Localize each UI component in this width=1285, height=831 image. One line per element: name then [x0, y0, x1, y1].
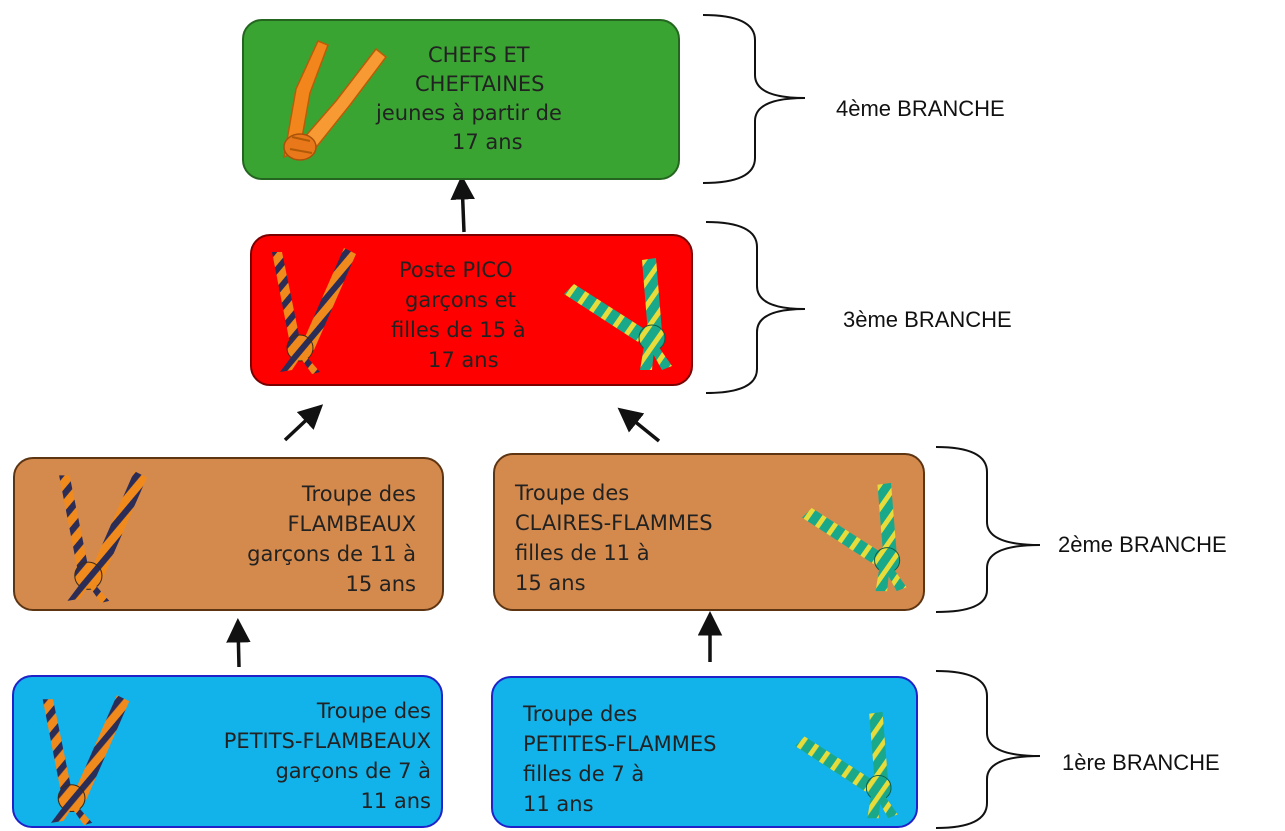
branch-label-2: 2ème BRANCHE [1058, 532, 1227, 557]
pico-title: Poste PICO [399, 258, 513, 282]
pico-box: Poste PICO garçons et filles de 15 à 17 … [250, 234, 693, 386]
petits-line3: garçons de 7 à [275, 759, 431, 783]
up-arrow-icon [450, 175, 475, 233]
up-arrow-icon [283, 404, 324, 442]
chefs-age-line2: 17 ans [452, 130, 523, 154]
scarf-orange-navy-icon [59, 471, 147, 603]
petites-line2: PETITES-FLAMMES [523, 732, 717, 756]
chefs-age-line1: jeunes à partir de [376, 101, 562, 125]
scarf-green-yellow-icon [564, 258, 672, 370]
claires-flammes-box: Troupe des CLAIRES-FLAMMES filles de 11 … [493, 453, 925, 611]
petites-flammes-box: Troupe des PETITES-FLAMMES filles de 7 à… [491, 676, 918, 828]
flambeaux-line3: garçons de 11 à [247, 542, 416, 566]
flambeaux-line1: Troupe des [301, 482, 416, 506]
petits-line2: PETITS-FLAMBEAUX [223, 729, 431, 753]
petites-line3: filles de 7 à [523, 762, 645, 786]
claires-line3: filles de 11 à [515, 541, 650, 565]
curly-brace-icon [702, 14, 806, 184]
pico-line2: garçons et [405, 288, 516, 312]
chefs-box: CHEFS ET CHEFTAINES jeunes à partir de 1… [242, 19, 680, 180]
pico-line4: 17 ans [428, 348, 499, 372]
curly-brace-icon [935, 446, 1041, 613]
petits-line1: Troupe des [316, 699, 431, 723]
scarf-green-yellow-icon [795, 711, 898, 819]
branch-label-4: 4ème BRANCHE [836, 96, 1005, 121]
branch-label-3: 3ème BRANCHE [843, 307, 1012, 332]
petits-flambeaux-box: Troupe des PETITS-FLAMBEAUX garçons de 7… [12, 675, 443, 828]
claires-line4: 15 ans [515, 571, 586, 595]
claires-line2: CLAIRES-FLAMMES [515, 511, 713, 535]
scarf-orange-navy-icon [42, 695, 130, 825]
flambeaux-box: Troupe des FLAMBEAUX garçons de 11 à 15 … [13, 457, 444, 611]
scarf-orange-navy-icon [272, 248, 356, 374]
chefs-title-line1: CHEFS ET [428, 43, 530, 67]
curly-brace-icon [705, 221, 806, 394]
scarf-green-yellow-icon [802, 482, 907, 592]
flambeaux-line4: 15 ans [345, 572, 416, 596]
branch-label-1: 1ère BRANCHE [1062, 750, 1220, 775]
up-arrow-icon [226, 618, 251, 668]
petites-line1: Troupe des [523, 702, 638, 726]
claires-line1: Troupe des [515, 481, 630, 505]
scarf-orange-icon [283, 40, 388, 161]
pico-line3: filles de 15 à [391, 318, 526, 342]
petits-line4: 11 ans [360, 789, 431, 813]
up-arrow-icon [617, 407, 661, 443]
petites-line4: 11 ans [523, 792, 594, 816]
flambeaux-line2: FLAMBEAUX [287, 512, 416, 536]
curly-brace-icon [935, 670, 1041, 829]
chefs-title-line2: CHEFTAINES [415, 72, 545, 96]
